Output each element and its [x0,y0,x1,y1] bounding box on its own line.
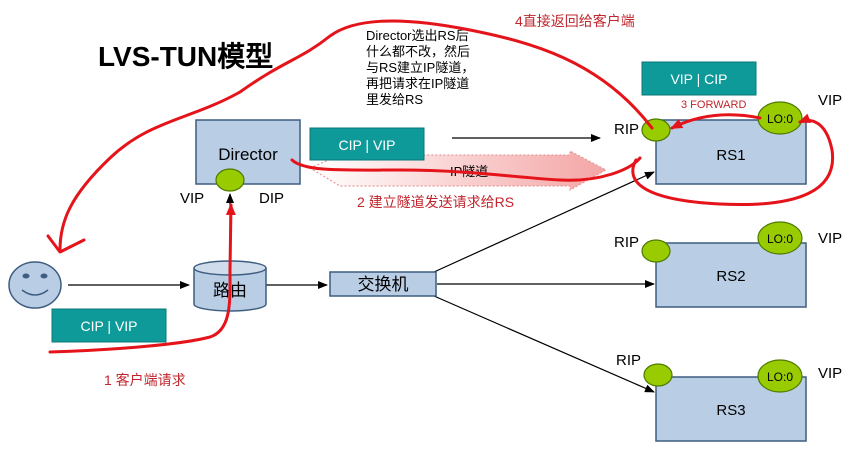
client-packet: CIP | VIP [51,308,167,343]
rs1-enclosure-path [631,113,835,207]
step4-label: 4直接返回给客户端 [515,13,635,29]
rs3-name: RS3 [716,402,745,419]
rs2-rip-label: RIP [614,234,639,251]
response-packet-label: VIP | CIP [670,71,727,87]
director-note: Director选出RS后 什么都不改，然后 与RS建立IP隧道， 再把请求在I… [366,28,474,107]
step4-arrowhead [46,234,86,254]
switch-to-rs1-line [433,171,655,273]
client-face-icon [8,261,62,309]
step2-tunnel-path [290,156,642,182]
rs1-vip-label: VIP [818,92,842,109]
response-packet: VIP | CIP [641,61,757,96]
rs3-rip-label: RIP [616,352,641,369]
rs3-rip-port [643,363,673,387]
rs2-server: RS2 RIP LO:0 VIP [614,221,842,308]
director-vip-port [215,168,245,192]
rs3-lo-label: LO:0 [767,370,793,384]
director-dip-label: DIP [259,190,284,207]
diagram-title: LVS-TUN模型 [98,41,273,72]
step4-return-path [58,19,654,252]
director-vip-label: VIP [180,190,204,207]
note-line: 与RS建立IP隧道， [366,60,474,75]
rs1-rip-label: RIP [614,121,639,138]
director-packet-label: CIP | VIP [338,137,395,153]
red-annotation-paths [46,19,835,354]
rs2-lo-label: LO:0 [767,232,793,246]
director-packet: CIP | VIP [309,127,425,161]
step1-label: 1 客户端请求 [104,372,186,388]
step3-label: 3 FORWARD [681,99,746,111]
rs3-vip-label: VIP [818,365,842,382]
rs1-lo-label: LO:0 [767,112,793,126]
step1-request-path [48,203,236,354]
rs3-lo-port [757,359,803,393]
note-line: 什么都不改，然后 [366,44,470,59]
rs3-server: RS3 RIP LO:0 VIP [616,352,842,442]
switch-label: 交换机 [358,275,409,294]
note-line: Director选出RS后 [366,28,469,43]
rs1-name: RS1 [716,147,745,164]
client-packet-label: CIP | VIP [80,318,137,334]
director-label: Director [218,145,278,164]
rs2-lo-port [757,221,803,255]
rs2-name: RS2 [716,268,745,285]
switch-to-rs3-line [433,295,655,393]
rs2-rip-port [641,239,671,263]
note-line: 再把请求在IP隧道 [366,76,469,91]
step2-label: 2 建立隧道发送请求给RS [357,194,514,210]
note-line: 里发给RS [366,92,423,107]
director: Director VIP DIP [180,119,301,207]
connector-lines [68,134,655,393]
step3-forward-path [670,113,762,130]
rs2-vip-label: VIP [818,230,842,247]
rs1-server: RS1 RIP LO:0 VIP [614,92,842,185]
switch: 交换机 [329,271,437,297]
